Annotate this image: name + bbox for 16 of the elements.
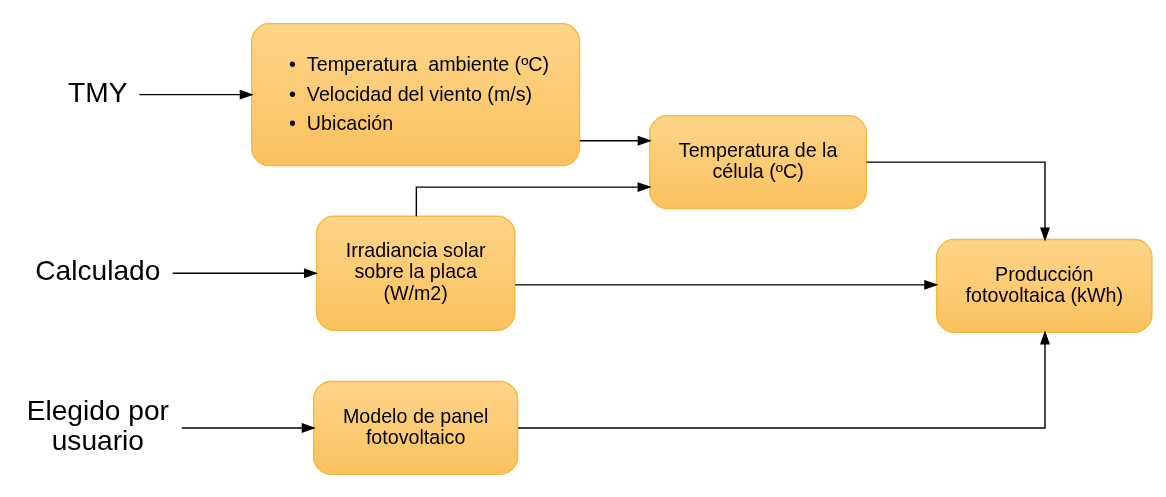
arrow (865, 160, 1050, 242)
node-text: Calculado (35, 254, 161, 286)
arrow (138, 89, 254, 100)
arrow (517, 329, 1050, 429)
arrow (514, 279, 939, 290)
node-box: Producción fotovoltaica (kWh) (936, 238, 1153, 333)
node-box: Modelo de panel fotovoltaico (312, 380, 519, 475)
arrow (181, 422, 316, 433)
node-box: Irradiancia solar sobre la placa (W/m2) (315, 215, 516, 331)
node-text: Elegido por usuario (26, 394, 169, 456)
arrow (172, 267, 319, 278)
arrow (415, 181, 652, 217)
arrow (579, 135, 652, 146)
node-text: TMY (68, 76, 128, 108)
node-box: Temperatura de la célula (ºC) (649, 114, 868, 209)
node-box: • Temperatura ambiente (ºC) • Velocidad del viento (m/s) • Ubicación (251, 22, 581, 166)
